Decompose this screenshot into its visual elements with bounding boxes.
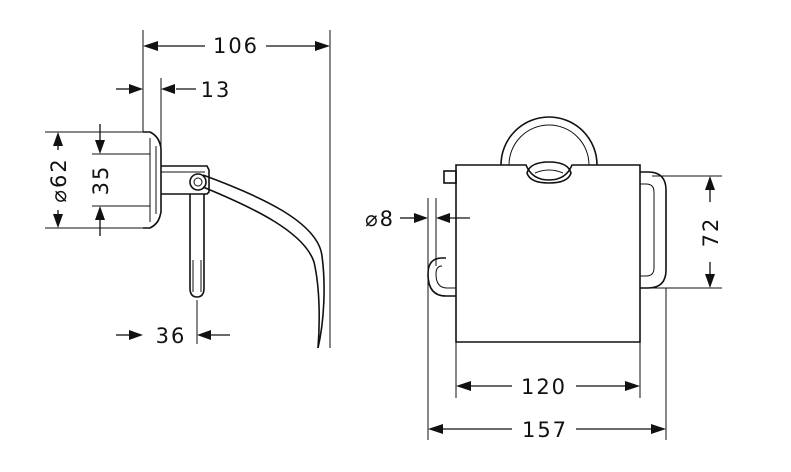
- dim-label-d8: ⌀8: [365, 207, 395, 231]
- front-cover-lid: [455, 164, 641, 343]
- dim-label-157: 157: [522, 418, 568, 442]
- front-left-hook: [427, 257, 456, 297]
- dim-holder-offset: 36: [116, 300, 230, 348]
- side-rosette-plate: [143, 131, 162, 229]
- dim-label-d62: ⌀62: [47, 157, 71, 202]
- dim-mount-spacing: 35: [89, 124, 150, 236]
- dim-label-72: 72: [699, 217, 723, 248]
- dim-label-13: 13: [201, 78, 232, 102]
- side-view: [143, 131, 325, 349]
- dim-label-35: 35: [89, 165, 113, 196]
- dim-label-36: 36: [156, 324, 187, 348]
- dim-overall-depth: 106: [142, 30, 331, 348]
- front-hinge-knob: [526, 161, 572, 184]
- dim-overall-width: 157: [428, 288, 667, 442]
- side-roll-bar: [189, 194, 205, 298]
- front-rosette: [500, 116, 598, 166]
- dim-label-120: 120: [521, 375, 567, 399]
- front-view: [427, 116, 667, 343]
- dim-rosette-diameter: ⌀62: [45, 131, 143, 229]
- front-right-arm: [640, 171, 667, 289]
- dim-bar-diameter: ⌀8: [365, 198, 470, 440]
- side-hinge: [189, 173, 207, 191]
- side-arm-bracket: [161, 165, 210, 195]
- dim-lid-height: 72: [652, 175, 723, 289]
- side-cover-flap: [202, 174, 325, 349]
- dim-label-106: 106: [213, 34, 259, 58]
- dim-plate-thickness: 13: [116, 78, 232, 148]
- dim-lid-width: 120: [455, 342, 641, 399]
